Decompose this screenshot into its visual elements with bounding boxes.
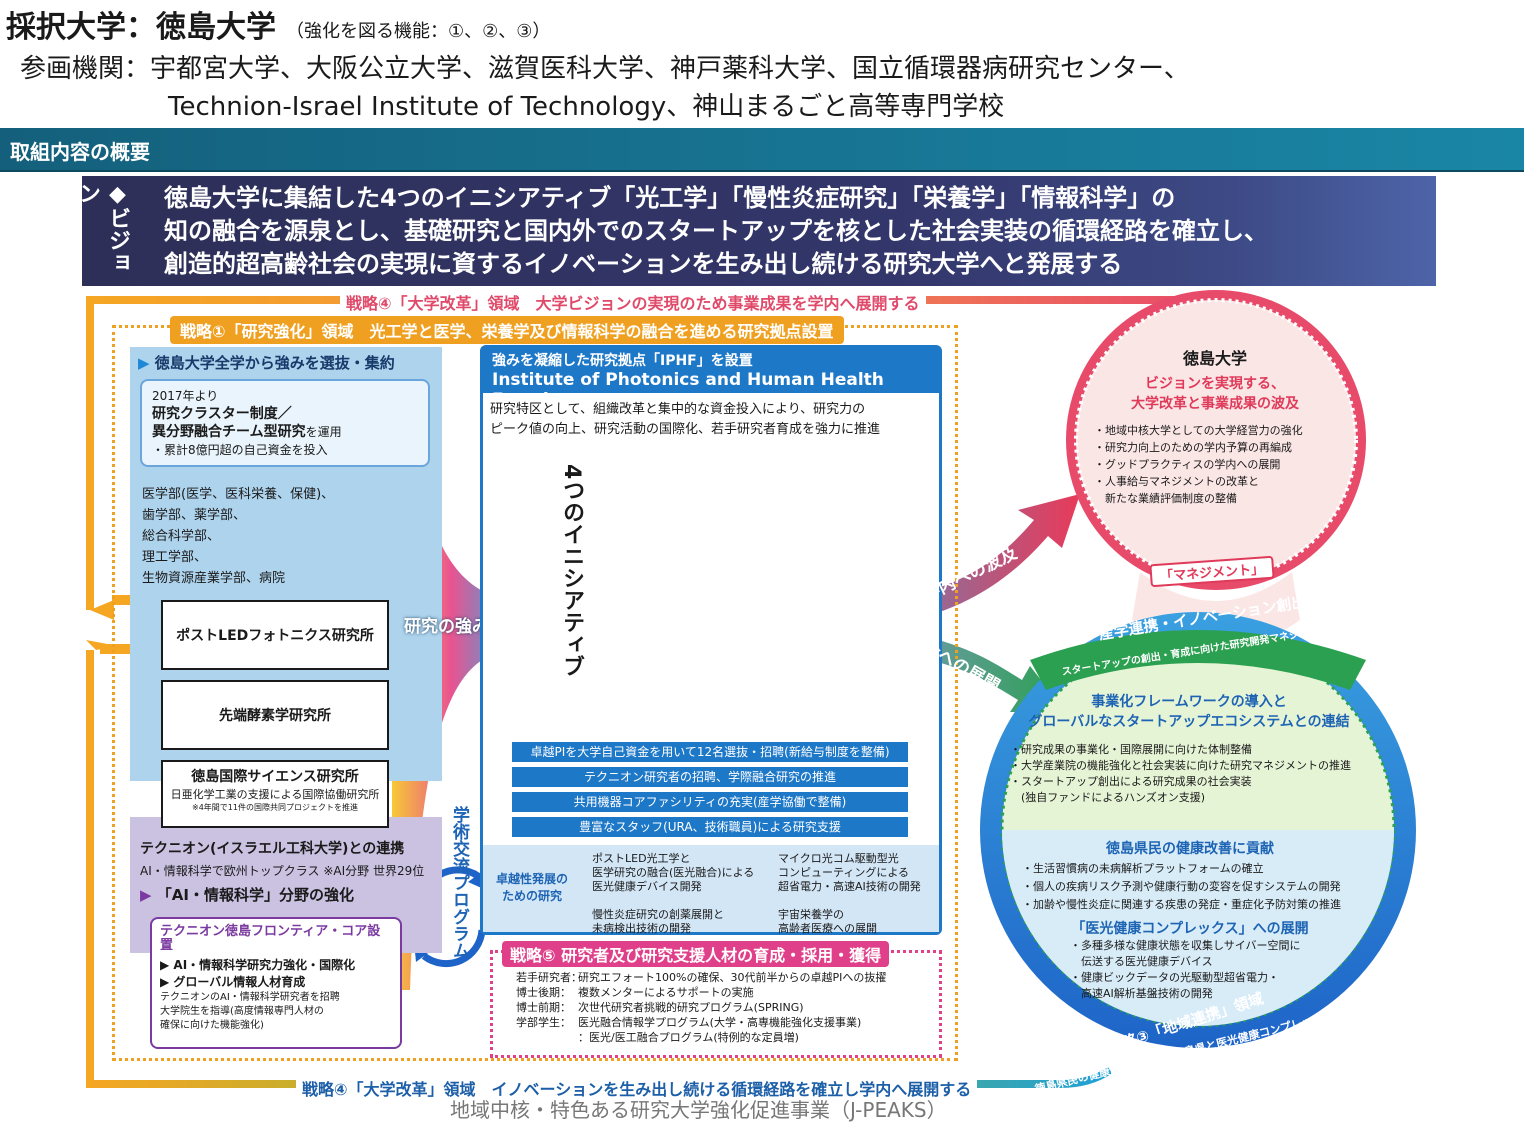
strength-panel-title: ▶ 徳島大学全学から強みを選抜・集約 xyxy=(138,354,395,372)
four-initiatives-label: 4つのイニシアティブ xyxy=(559,464,584,678)
faculty-list: 医学部(医学、医科栄養、保健)、 歯学部、薬学部、 総合科学部、 理工学部、 生… xyxy=(142,487,335,586)
strategy5-label: 戦略⑤ 研究者及び研究支援人材の育成・採用・獲得 xyxy=(502,941,890,967)
health-region xyxy=(1002,830,1394,1026)
participating-institutions: 参画機関：宇都宮大学、大阪公立大学、滋賀医科大学、神戸薬科大学、国立循環器病研究… xyxy=(20,54,1190,122)
measure-bar: 共用機器コアファシリティの充実(産学協働で整備) xyxy=(512,792,908,812)
vision-banner: ◆ビジョン 徳島大学に集結した4つのイニシアティブ「光工学」「慢性炎症研究」「栄… xyxy=(75,176,1436,286)
strategy5-list: 若手研究者：研究エフォート100%の確保、30代前半からの卓越PIへの抜擢 博士… xyxy=(516,971,887,1044)
tokushima-list: ・地域中核大学としての大学経営力の強化 ・研究力向上のための学内予算の再編成 ・… xyxy=(1094,424,1303,505)
lab-enzyme: 先端酵素学研究所 xyxy=(161,680,389,750)
adopted-university: 採択大学：徳島大学（強化を図る機能：①、②、③） xyxy=(6,10,551,45)
technion-rank: AI・情報科学で欧州トップクラス ※AI分野 世界29位 xyxy=(140,864,425,878)
complex-list: ・多種多様な健康状態を収集しサイバー空間に 伝送する医光健康デバイス ・健康ビッ… xyxy=(1070,939,1301,1000)
frontier-core-box: テクニオン徳島フロンティア・コア設置 ▶ AI・情報科学研究力強化・国際化 ▶ … xyxy=(150,917,402,1049)
health-list: ・生活習慣病の未病解析プラットフォームの確立 ・個人の疾病リスク予測や健康行動の… xyxy=(1022,862,1341,911)
lab-post-led: ポストLEDフォトニクス研究所 xyxy=(161,600,389,670)
loop-bottom-line xyxy=(86,650,1113,1088)
framework-list: ・研究成果の事業化・国際展開に向けた体制整備 ・大学産業院の機能強化と社会実装に… xyxy=(1010,743,1351,804)
strategy4-top-label: 戦略④「大学改革」領域 大学ビジョンの実現のため事業成果を学内へ展開する xyxy=(340,290,926,314)
research-cluster-box: 2017年より 研究クラスター制度／ 異分野融合チーム型研究を運用 ・累計8億円… xyxy=(140,379,430,467)
measure-bar: 豊富なスタッフ(URA、技術職員)による研究支援 xyxy=(512,817,908,837)
measure-bar: 卓越PIを大学自己資金を用いて12名選抜・招聘(新給与制度を整備) xyxy=(512,742,908,762)
research-items-right: マイクロ光コム駆動型光 コンピューティングによる 超省電力・高速AI技術の開発 … xyxy=(778,852,921,935)
loop-top-arrowhead xyxy=(90,600,114,620)
technion-collab: テクニオン(イスラエル工科大学)との連携 xyxy=(140,841,405,857)
exchange-arc-bot xyxy=(421,929,486,968)
nutrition-block: 栄養学 日本の栄養学 博士の約半数 を輩出 xyxy=(777,581,850,660)
photonics-block: 光工学 ノーベル物理学賞 受賞者輩出 xyxy=(625,581,722,643)
medicine-block: 医学 (慢性炎症研究) トランスレーショ ナルリサーチで 高い実績 xyxy=(696,465,792,551)
measure-bar: テクニオン研究者の招聘、学際融合研究の推進 xyxy=(512,767,908,787)
excellence-research-panel xyxy=(483,845,939,932)
ai-strengthening: ▶ 「AI・情報科学」分野の強化 xyxy=(140,886,354,904)
strategy1-label: 戦略①「研究強化」領域 光工学と医学、栄養学及び情報科学の融合を進める研究拠点設… xyxy=(170,316,844,344)
iphf-description: 研究特区として、組織改革と集中的な資金投入により、研究力の ピーク値の向上、研究… xyxy=(490,402,881,437)
research-items-middle: ポストLED光工学と 医学研究の融合(医光融合)による 医光健康デバイス開発 慢… xyxy=(592,852,755,935)
vision-text: 徳島大学に集結した4つのイニシアティブ「光工学」「慢性炎症研究」「栄養学」「情報… xyxy=(164,184,1268,278)
framework-heading: 事業化フレームワークの導入と グローバルなスタートアップエコシステムとの連結 xyxy=(1028,694,1350,730)
tokushima-title: 徳島大学 xyxy=(1182,349,1247,368)
complex-heading: 「医光健康コンプレックス」への展開 xyxy=(1071,921,1309,937)
health-heading: 徳島県民の健康改善に貢献 xyxy=(1106,841,1274,857)
strategy4-bottom-label: 戦略④「大学改革」領域 イノベーションを生み出し続ける循環経路を確立し学内へ展開… xyxy=(296,1076,978,1100)
footer-program-name: 地域中核・特色ある研究大学強化促進事業（J-PEAKS） xyxy=(450,1098,947,1122)
section-title: 取組内容の概要 xyxy=(0,128,1524,172)
excellence-label: 卓越性発展の ための研究 xyxy=(496,872,569,903)
lab-international-science: 徳島国際サイエンス研究所 日亜化学工業の支援による国際協働研究所 ※4年間で11… xyxy=(161,760,389,828)
exchange-program-label: 学術交流プログラム xyxy=(449,806,469,959)
iphf-header: 強みを凝縮した研究拠点「IPHF」を設置 Institute of Photon… xyxy=(482,347,940,410)
ai-block: AI・情報科学 xyxy=(691,697,797,717)
tokushima-subtitle: ビジョンを実現する、 大学改革と事業成果の波及 xyxy=(1131,376,1299,412)
strategy2-band xyxy=(1030,630,1366,690)
iphf-measures: 卓越PIを大学自己資金を用いて12名選抜・招聘(新給与制度を整備) テクニオン研… xyxy=(512,742,908,842)
vision-label: ◆ビジョン xyxy=(75,182,130,273)
